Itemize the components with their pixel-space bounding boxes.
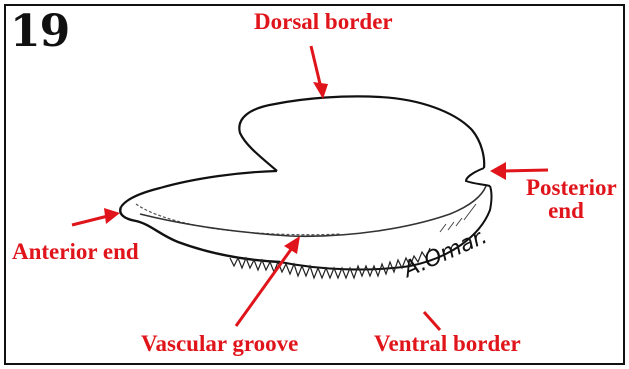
body-upper-outline — [121, 171, 277, 207]
label-posterior-line1: Posterior — [526, 176, 606, 199]
label-posterior-end: Posterior end — [526, 176, 606, 222]
arrow-ventral-border — [424, 312, 440, 330]
arrow-dorsal-border — [311, 46, 328, 99]
label-dorsal-border: Dorsal border — [254, 10, 393, 33]
dorsal-lobe-outline — [239, 96, 484, 171]
vascular-groove-line — [140, 186, 486, 236]
arrow-vascular-groove — [236, 236, 300, 326]
posterior-notch — [466, 168, 490, 186]
label-posterior-line2: end — [526, 199, 606, 222]
ventral-fringe — [230, 248, 430, 278]
arrow-anterior-end — [72, 208, 120, 225]
label-ventral-border: Ventral border — [374, 332, 521, 355]
label-anterior-end: Anterior end — [12, 240, 139, 263]
label-vascular-groove: Vascular groove — [141, 332, 298, 355]
